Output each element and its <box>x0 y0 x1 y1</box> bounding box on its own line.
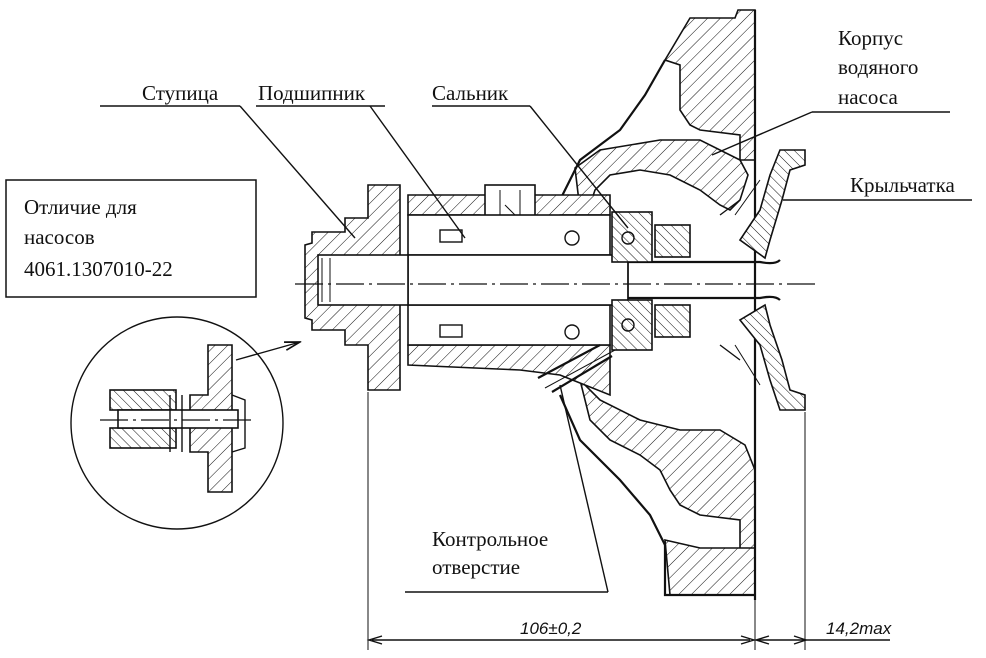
pump-housing <box>558 9 757 600</box>
dimensions: 106±0,2 14,2max <box>366 392 892 650</box>
seal-label: Сальник <box>432 81 509 105</box>
detail-view-circle <box>70 316 300 530</box>
control-hole <box>537 344 616 393</box>
main-dimension: 106±0,2 <box>520 619 582 638</box>
impeller <box>719 149 806 411</box>
control-hole-label-2: отверстие <box>432 555 520 579</box>
seal <box>611 211 691 351</box>
hub <box>304 184 409 391</box>
max-dimension: 14,2max <box>826 619 892 638</box>
control-hole-callout: Контрольное отверстие <box>405 384 609 593</box>
note-line-3: 4061.1307010-22 <box>24 257 173 281</box>
hub-label: Ступица <box>142 81 219 105</box>
note-line-1: Отличие для <box>24 195 137 219</box>
bearing-label: Подшипник <box>258 81 366 105</box>
impeller-callout: Крыльчатка <box>783 173 972 201</box>
bearing <box>407 214 611 346</box>
variant-note-box <box>5 179 257 298</box>
housing-label-2: водяного <box>838 55 918 79</box>
shaft <box>407 254 781 306</box>
note-line-2: насосов <box>24 225 95 249</box>
impeller-label: Крыльчатка <box>850 173 955 197</box>
hub-callout: Ступица <box>100 81 356 239</box>
housing-label-1: Корпус <box>838 26 903 50</box>
seal-callout: Сальник <box>432 81 629 229</box>
control-hole-label-1: Контрольное <box>432 527 548 551</box>
bearing-callout: Подшипник <box>256 81 466 239</box>
housing-label-3: насоса <box>838 85 898 109</box>
housing-callout: Корпус водяного насоса <box>711 26 950 156</box>
